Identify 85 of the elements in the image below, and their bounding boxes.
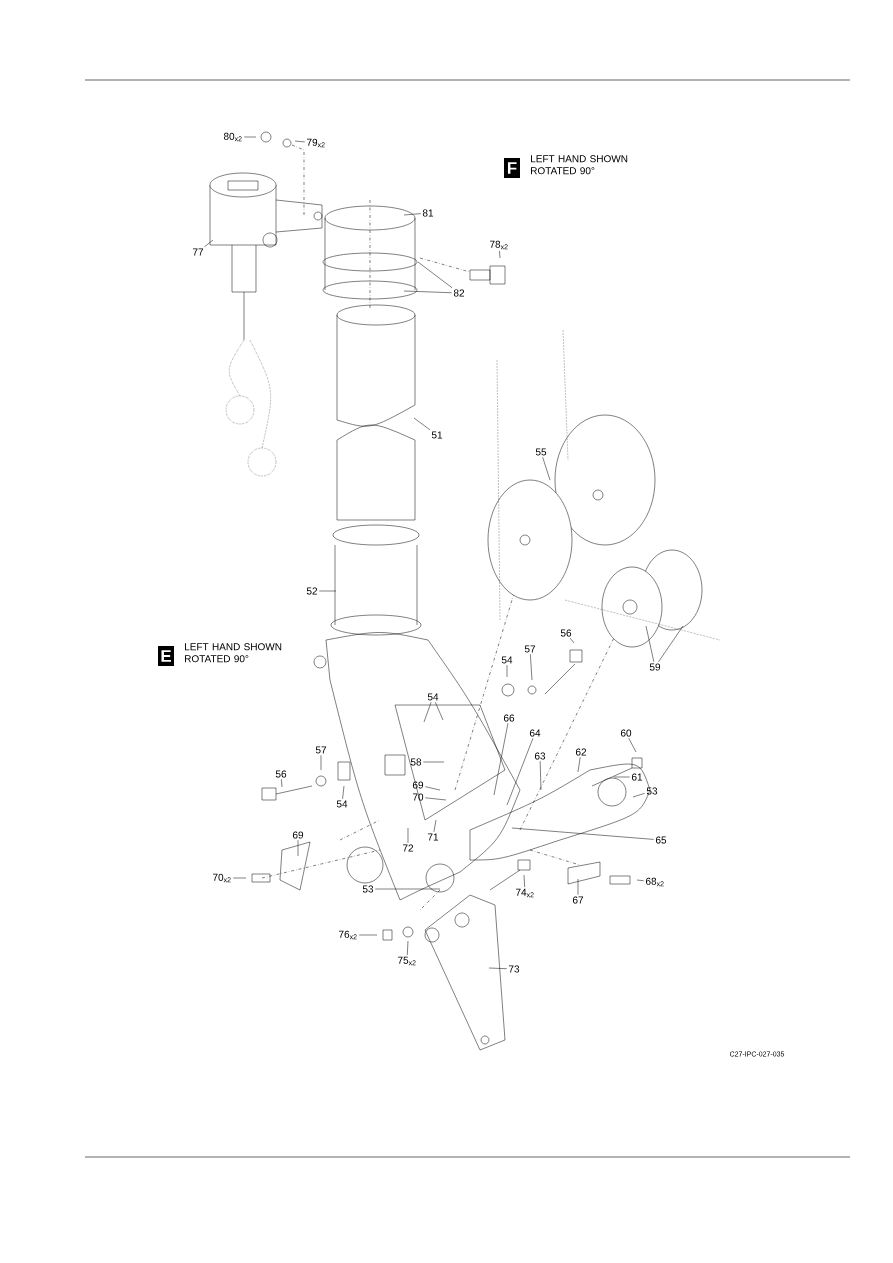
callout-number: 68$_{x2}$ (646, 877, 664, 887)
leader-line (375, 888, 441, 890)
leader-line (628, 738, 637, 753)
callout-number: 52 (306, 587, 318, 595)
callout-number: 62 (575, 748, 587, 756)
callout-number: 73 (508, 965, 520, 973)
callout-number: 60 (620, 729, 632, 737)
callout-number: 70 (412, 793, 424, 801)
callout-number: 63 (534, 752, 546, 760)
leader-line (506, 738, 534, 806)
callout-number: 57 (315, 746, 327, 754)
callout-number: 76$_{x2}$ (339, 930, 357, 940)
leader-line (433, 819, 437, 833)
leader-line (577, 757, 581, 773)
view-note: LEFT HAND SHOWN ROTATED 90° (531, 155, 628, 175)
callout-number: 58 (410, 758, 422, 766)
leader-line (342, 785, 345, 800)
leader-line (645, 625, 655, 662)
leader-line (281, 779, 283, 788)
callout-number: 69 (292, 831, 304, 839)
leader-line (506, 664, 508, 678)
callout-number: 79$_{x2}$ (307, 138, 325, 148)
callout-number: 67 (572, 896, 584, 904)
callout-number: 53 (646, 787, 658, 795)
leader-line (511, 827, 654, 840)
leader-line (423, 701, 432, 723)
leader-line (499, 250, 501, 259)
leader-line (423, 761, 445, 763)
callout-number: 61 (631, 773, 643, 781)
leader-line (493, 723, 509, 796)
callout-number: 74$_{x2}$ (516, 888, 534, 898)
view-note: LEFT HAND SHOWN ROTATED 90° (185, 643, 282, 663)
leader-line (358, 934, 378, 936)
leader-line (403, 213, 421, 216)
leader-line (232, 877, 247, 879)
callout-number: 54 (427, 693, 439, 701)
callout-number: 53 (362, 885, 374, 893)
callout-number: 51 (431, 431, 443, 439)
leader-line (407, 827, 409, 844)
leader-line (539, 761, 542, 791)
leader-line (403, 290, 452, 293)
leader-line (320, 754, 322, 771)
leader-line (569, 638, 575, 644)
callout-number: 82 (453, 289, 465, 297)
callout-number: 55 (535, 448, 547, 456)
leader-line (294, 140, 306, 143)
callout-number: 78$_{x2}$ (490, 240, 508, 250)
leader-line (425, 786, 441, 791)
leader-line (632, 793, 645, 798)
callout-number: 65 (655, 836, 667, 844)
callout-number: 66 (503, 714, 515, 722)
callout-number: 57 (524, 645, 536, 653)
leader-line (523, 874, 525, 888)
leader-line (488, 967, 507, 969)
callout-number: 70$_{x2}$ (213, 873, 231, 883)
callout-number: 77 (192, 248, 204, 256)
leader-line (435, 701, 444, 721)
callout-number: 80$_{x2}$ (223, 132, 242, 142)
leader-line (425, 797, 447, 801)
view-badge: E (158, 646, 174, 666)
leader-line (243, 136, 257, 138)
leader-line (413, 417, 431, 431)
leader-line (613, 776, 630, 778)
callout-number: 54 (501, 656, 513, 664)
callout-number: 72 (402, 844, 414, 852)
leader-line (319, 590, 337, 592)
callout-number: 54 (336, 800, 348, 808)
leader-line (636, 879, 645, 881)
leader-line (297, 840, 299, 857)
leader-line (542, 456, 551, 481)
callout-number: 56 (275, 770, 287, 778)
leader-line (658, 625, 684, 662)
callout-number: 56 (560, 629, 572, 637)
callout-number: 59 (649, 663, 661, 671)
leader-line (417, 261, 453, 288)
callout-number: 75$_{x2}$ (398, 956, 416, 966)
leader-line (530, 653, 533, 681)
leader-line (577, 878, 579, 895)
callout-number: 69 (412, 781, 424, 789)
callout-number: 64 (529, 729, 541, 737)
leader-line (204, 239, 214, 248)
callout-number: 81 (422, 209, 434, 217)
leader-line (407, 940, 409, 956)
callout-number: 71 (427, 833, 439, 841)
view-badge: F (504, 158, 520, 178)
